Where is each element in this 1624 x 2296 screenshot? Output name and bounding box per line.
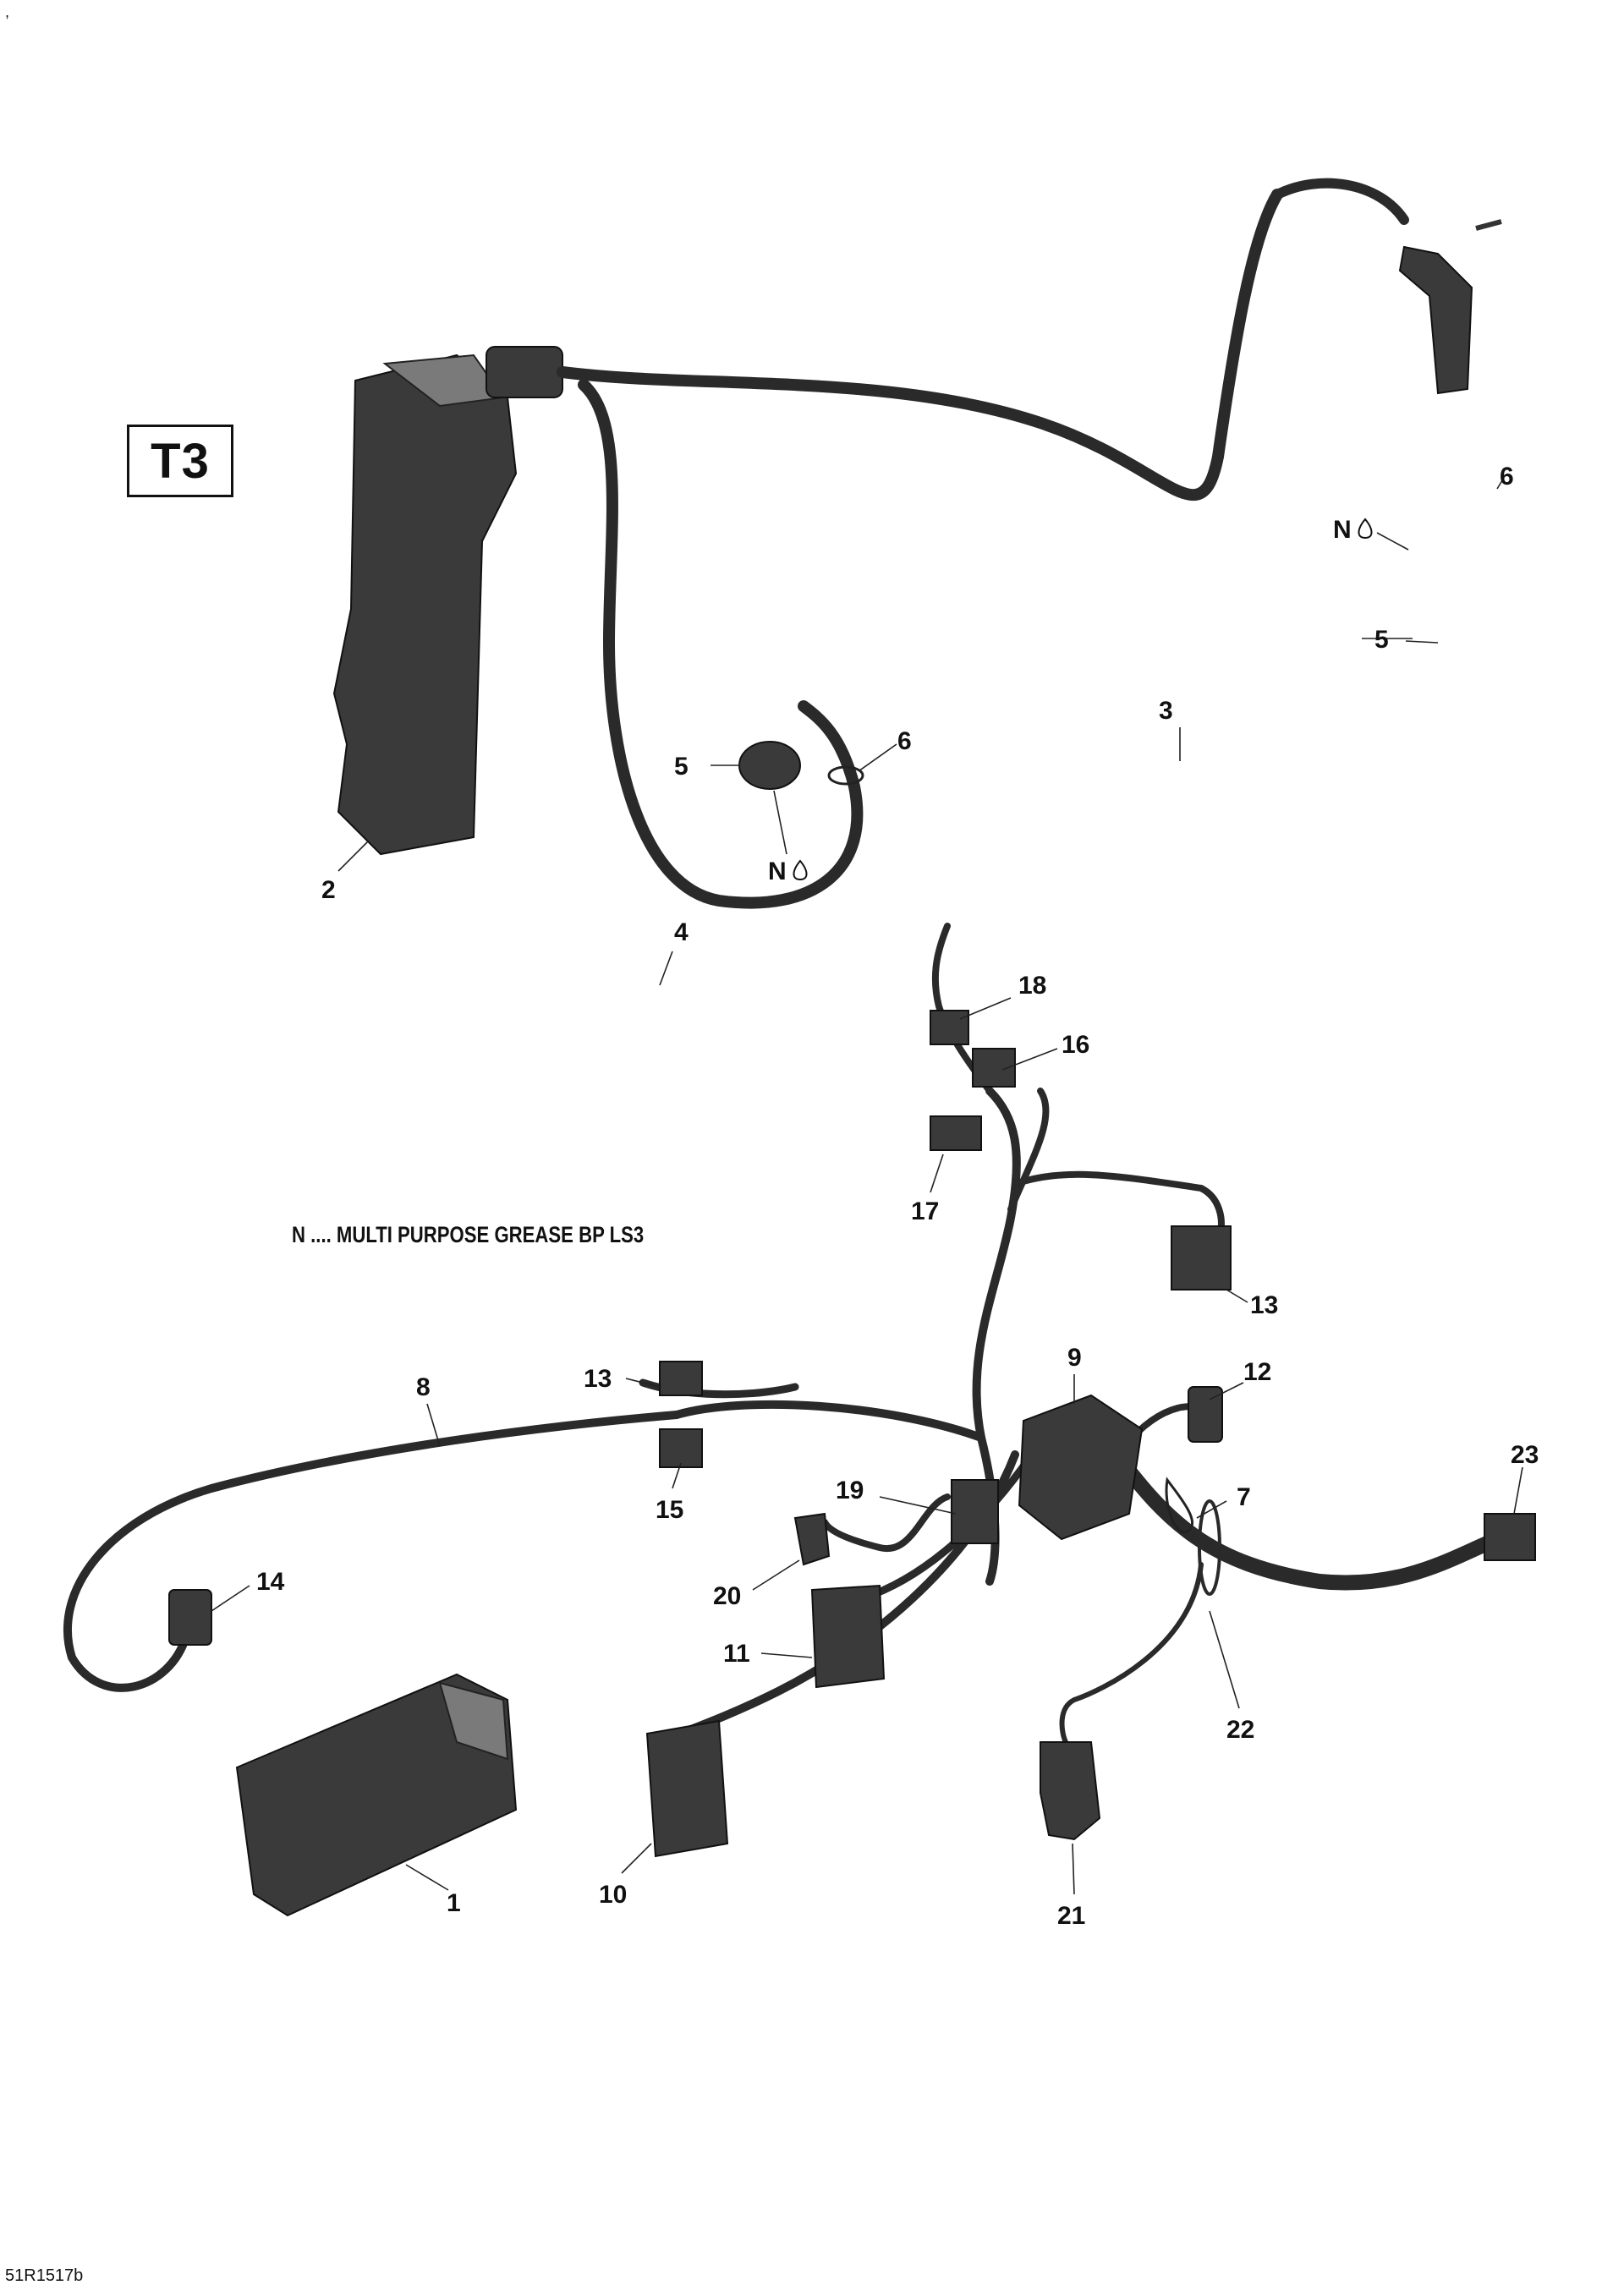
callout-13-right: 13 — [1250, 1291, 1278, 1319]
connector-17 — [930, 1115, 982, 1151]
connector-19 — [951, 1479, 999, 1544]
section-label-box: T3 — [127, 425, 233, 497]
ht-lead-3 — [557, 189, 1283, 501]
connector-14 — [168, 1589, 212, 1646]
connector-13-left — [659, 1361, 703, 1396]
grease-drop-icon — [1358, 518, 1373, 540]
callout-5-left: 5 — [674, 753, 689, 781]
callout-13-left: 13 — [584, 1365, 612, 1393]
callout-16: 16 — [1062, 1031, 1089, 1059]
page-mark: , — [5, 3, 10, 20]
callout-6-right: 6 — [1500, 463, 1514, 490]
callout-17: 17 — [911, 1197, 939, 1225]
spark-plug-cap-right — [1398, 245, 1473, 395]
grease-drop-icon — [793, 859, 808, 881]
connector-10 — [645, 1719, 729, 1858]
coil-boot — [486, 346, 563, 398]
callout-5-right: 5 — [1374, 626, 1389, 654]
callout-20: 20 — [713, 1582, 741, 1610]
callout-2: 2 — [321, 876, 336, 904]
spark-plug-cap-left — [738, 741, 801, 790]
callout-21: 21 — [1057, 1902, 1085, 1930]
figure-code: 51R1517b — [5, 2266, 84, 2285]
tie-strap-7 — [1165, 1477, 1194, 1534]
connector-11 — [810, 1584, 886, 1689]
clamp-6-right — [1475, 219, 1502, 231]
harness-branch-23 — [1109, 1447, 1505, 1591]
voltage-regulator-1 — [235, 1673, 518, 1917]
callout-12: 12 — [1243, 1358, 1271, 1386]
callout-15: 15 — [656, 1496, 683, 1524]
connector-18 — [930, 1010, 969, 1045]
connector-23 — [1484, 1513, 1536, 1561]
callout-4: 4 — [674, 918, 689, 946]
connector-15 — [659, 1428, 703, 1468]
callout-10: 10 — [599, 1881, 627, 1909]
svg-text:N: N — [1333, 516, 1352, 544]
connector-20 — [793, 1512, 831, 1566]
callout-6-left: 6 — [897, 727, 912, 755]
callout-3: 3 — [1159, 697, 1173, 725]
callout-18: 18 — [1018, 972, 1046, 1000]
callout-numbers: 1 2 3 4 5 5 6 6 7 8 9 10 11 12 13 13 14 … — [256, 463, 1539, 1930]
main-harness-cables — [63, 923, 1505, 1746]
callout-23: 23 — [1511, 1441, 1539, 1469]
connector-13-upper — [1171, 1225, 1232, 1290]
callout-1: 1 — [447, 1889, 461, 1917]
callout-14: 14 — [256, 1568, 285, 1596]
connector-21 — [1040, 1741, 1101, 1841]
connector-12 — [1188, 1386, 1223, 1443]
junction-box-9 — [1018, 1394, 1144, 1541]
ht-lead-4 — [578, 379, 864, 909]
grease-marker-left: N — [768, 790, 808, 885]
callout-9: 9 — [1067, 1344, 1082, 1372]
callout-11: 11 — [723, 1640, 750, 1668]
ignition-coil — [332, 346, 563, 856]
grease-legend: N .... MULTI PURPOSE GREASE BP LS3 — [292, 1222, 645, 1247]
clamp-6-left — [827, 765, 864, 786]
leader-lines — [211, 477, 1523, 1895]
section-label: T3 — [151, 433, 210, 489]
callout-19: 19 — [836, 1477, 864, 1504]
callout-22: 22 — [1226, 1716, 1254, 1744]
callout-8: 8 — [416, 1373, 431, 1401]
callout-7: 7 — [1237, 1483, 1251, 1511]
grease-marker-right: N — [1333, 516, 1409, 551]
harness-branch-8 — [63, 1411, 681, 1692]
svg-text:N: N — [768, 858, 787, 885]
